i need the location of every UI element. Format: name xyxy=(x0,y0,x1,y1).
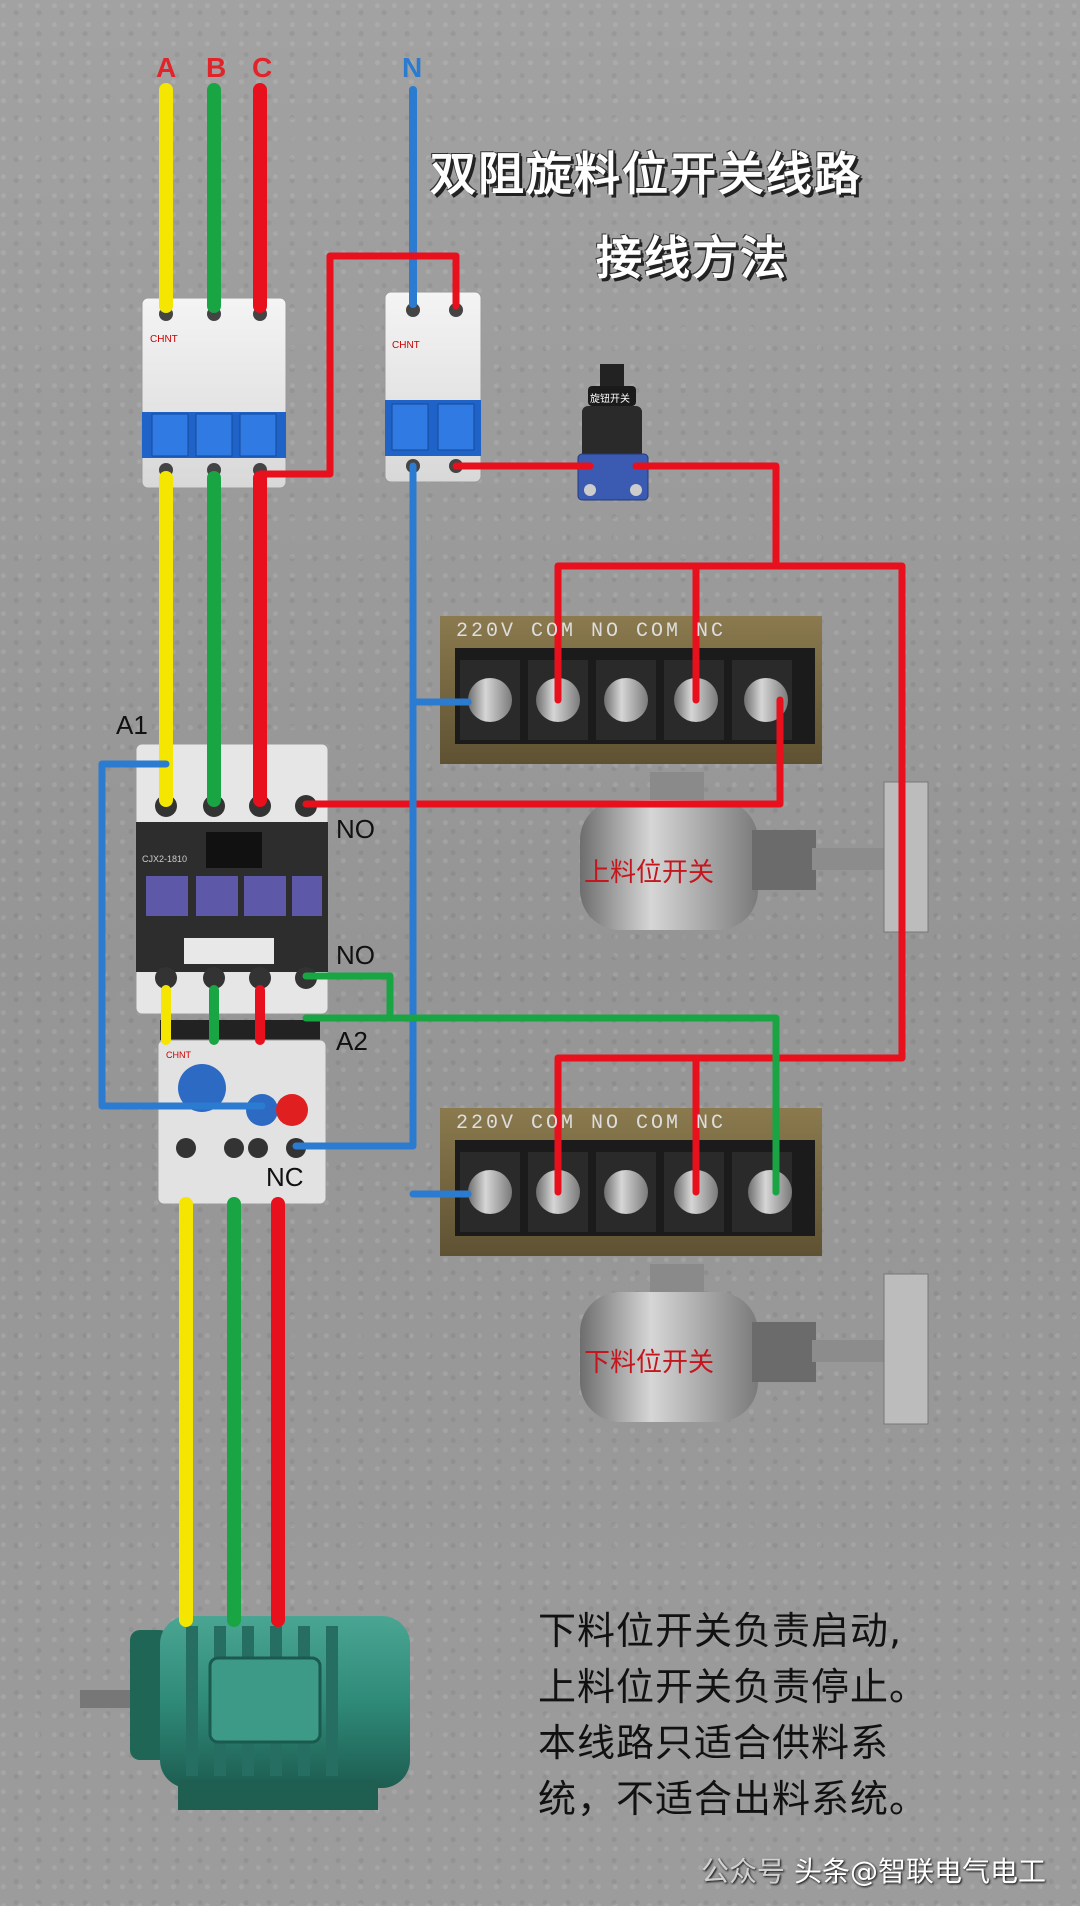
terminal-strip-lower-label: 220V COM NO COM NC xyxy=(456,1112,727,1135)
title-line-1: 双阻旋料位开关线路 xyxy=(430,147,862,201)
a2-label: A2 xyxy=(336,1026,368,1056)
phase-b-label: B xyxy=(206,52,227,83)
watermark: 公众号 头条@智联电气电工 xyxy=(701,1850,1046,1890)
main-breaker: CHNT xyxy=(141,297,287,489)
rotary-switch-label: 旋钮开关 xyxy=(590,392,630,405)
upper-level-switch-label: 上料位开关 xyxy=(584,857,715,887)
watermark-prefix: 头条 xyxy=(793,1855,850,1888)
svg-text:CHNT: CHNT xyxy=(166,1050,191,1060)
svg-text:CHNT: CHNT xyxy=(150,334,178,345)
nc-label: NC xyxy=(266,1162,304,1192)
watermark-dim-text: 公众号 xyxy=(701,1855,786,1888)
note-line-2: 上料位开关负责停止。 xyxy=(538,1665,929,1709)
phase-c-label: C xyxy=(252,52,273,83)
motor xyxy=(80,1616,410,1810)
phase-a-label: A xyxy=(156,52,177,83)
title-line-2: 接线方法 xyxy=(596,231,788,285)
svg-text:CHNT: CHNT xyxy=(392,340,420,351)
terminal-strip-upper-label: 220V COM NO COM NC xyxy=(456,620,727,643)
overload-relay: CHNT xyxy=(157,1020,327,1205)
terminal-strip-upper xyxy=(440,616,822,764)
svg-text:CJX2-1810: CJX2-1810 xyxy=(142,854,187,864)
wires xyxy=(98,83,906,1627)
no-label-top: NO xyxy=(336,814,375,844)
note-line-3: 本线路只适合供料系 xyxy=(538,1721,890,1765)
lower-level-switch xyxy=(580,1264,929,1425)
neutral-label: N xyxy=(402,52,423,83)
a1-label: A1 xyxy=(116,710,148,740)
note-line-1: 下料位开关负责启动, xyxy=(538,1609,903,1653)
watermark-handle: @智联电气电工 xyxy=(849,1855,1046,1888)
control-breaker: CHNT xyxy=(384,291,482,483)
rotary-switch xyxy=(577,364,649,501)
upper-level-switch xyxy=(580,772,929,933)
lower-level-switch-label: 下料位开关 xyxy=(584,1347,715,1377)
no-label-mid: NO xyxy=(336,940,375,970)
note-line-4: 统，不适合出料系统。 xyxy=(538,1777,929,1821)
